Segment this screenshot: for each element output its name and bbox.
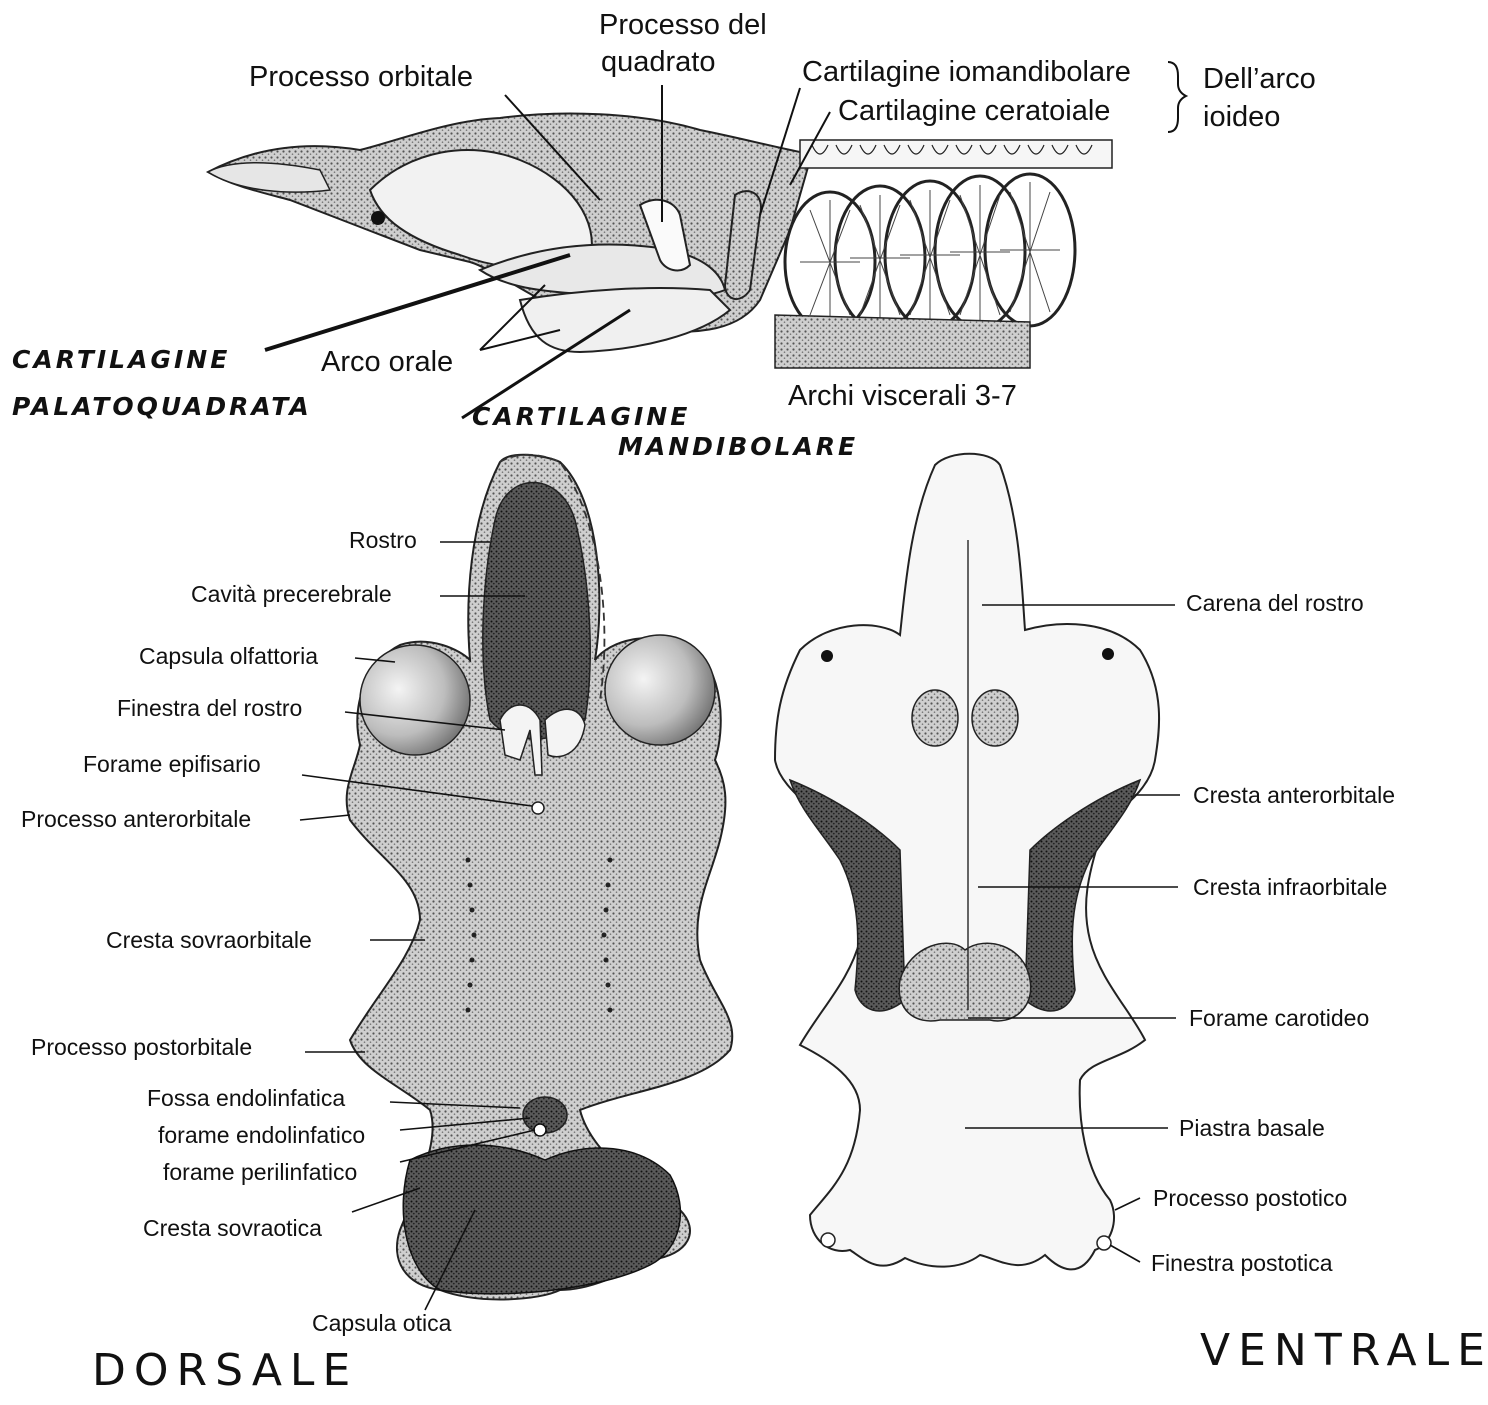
ventral-chondrocranium	[775, 454, 1159, 1270]
dorsal-olfactory-capsule-right	[605, 635, 715, 745]
label-cresta-infraorbitale: Cresta infraorbitale	[1193, 875, 1387, 899]
lateral-gill-filaments	[775, 315, 1030, 368]
ventral-nasal-opening-left	[912, 690, 958, 746]
ventral-carotid-region	[899, 943, 1030, 1021]
label-processo-postorbitale: Processo postorbitale	[31, 1035, 252, 1059]
handwritten-palatoquadrata-line2: PALATOQUADRATA	[12, 392, 312, 421]
label-forame-endolinfatico: forame endolinfatico	[158, 1123, 365, 1147]
ventral-view-drawing	[775, 454, 1180, 1270]
label-forame-epifisario: Forame epifisario	[83, 752, 261, 776]
handwritten-palatoquadrata-line1: CARTILAGINE	[12, 345, 230, 374]
label-forame-carotideo: Forame carotideo	[1189, 1006, 1369, 1030]
ventral-postotic-fenestra-left	[821, 1233, 835, 1247]
dorsal-epiphyseal-foramen	[532, 802, 544, 814]
label-arco-ioideo-line1: Dell’arco	[1203, 64, 1316, 94]
label-processo-anterorbitale: Processo anterorbitale	[21, 807, 251, 831]
hyoid-arch-brace	[1168, 62, 1186, 132]
lateral-nostril-dot	[371, 211, 385, 225]
title-dorsale: DORSALE	[92, 1345, 358, 1396]
label-arco-orale: Arco orale	[321, 347, 453, 377]
label-cartilagine-ceratoiale: Cartilagine ceratoiale	[838, 96, 1110, 126]
label-rostro: Rostro	[349, 528, 417, 552]
lateral-vertebral-strip	[800, 140, 1112, 168]
label-fossa-endolinfatica: Fossa endolinfatica	[147, 1086, 345, 1110]
label-carena-rostro: Carena del rostro	[1186, 591, 1364, 615]
label-piastra-basale: Piastra basale	[1179, 1116, 1325, 1140]
label-processo-quadrato-line1: Processo del	[599, 10, 767, 40]
ventral-postotic-fenestra	[1097, 1236, 1111, 1250]
label-arco-ioideo-line2: ioideo	[1203, 102, 1280, 132]
label-forame-perilinfatico: forame perilinfatico	[163, 1160, 357, 1184]
label-finestra-postotica: Finestra postotica	[1151, 1251, 1333, 1275]
label-processo-orbitale: Processo orbitale	[249, 62, 473, 92]
label-cresta-anterorbitale: Cresta anterorbitale	[1193, 783, 1395, 807]
ventral-nasal-opening-right	[972, 690, 1018, 746]
handwritten-mandibolare-line1: CARTILAGINE	[472, 402, 690, 431]
label-cresta-sovraorbitale: Cresta sovraorbitale	[106, 928, 312, 952]
label-archi-viscerali: Archi viscerali 3-7	[788, 381, 1017, 411]
title-ventrale: VENTRALE	[1200, 1325, 1488, 1376]
label-cartilagine-iomandibolare: Cartilagine iomandibolare	[802, 57, 1131, 87]
dorsal-olfactory-capsule-left	[360, 645, 470, 755]
label-capsula-olfattoria: Capsula olfattoria	[139, 644, 318, 668]
label-cresta-sovraotica: Cresta sovraotica	[143, 1216, 322, 1240]
label-finestra-rostro: Finestra del rostro	[117, 696, 302, 720]
ventral-dot-right	[1102, 648, 1114, 660]
label-processo-postotico: Processo postotico	[1153, 1186, 1347, 1210]
label-processo-quadrato-line2: quadrato	[601, 47, 716, 77]
label-cavita-precerebrale: Cavità precerebrale	[191, 582, 392, 606]
lateral-gill-rays	[800, 182, 1060, 330]
lateral-mandible	[520, 288, 730, 352]
label-capsula-otica: Capsula otica	[312, 1311, 451, 1335]
dorsal-precerebral-cavity	[483, 483, 590, 739]
handwritten-mandibolare-line2: MANDIBOLARE	[618, 432, 858, 461]
dorsal-endolymphatic-foramen	[534, 1124, 546, 1136]
ventral-dot-left	[821, 650, 833, 662]
